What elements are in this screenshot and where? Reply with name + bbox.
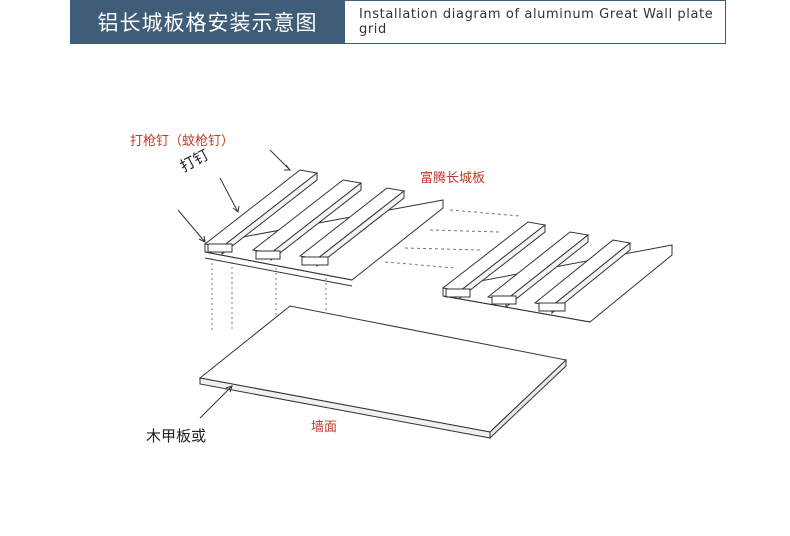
panel-guide-lines — [384, 209, 521, 269]
right-grid-panel — [441, 221, 673, 323]
drop-lines — [211, 258, 327, 335]
product-label: 富腾长城板 — [420, 171, 486, 186]
nail-gun-label: 打枪钉（蚊枪钉） — [130, 134, 235, 149]
header-bar: 铝长城板格安装示意图 Installation diagram of alumi… — [70, 0, 726, 44]
leader-lines — [177, 149, 292, 419]
wall-label: 墙面 — [311, 420, 338, 435]
left-grid-panel — [203, 169, 444, 287]
wood-board-label: 木甲板或 — [146, 427, 207, 445]
wall-board — [198, 305, 568, 440]
header-subtitle: Installation diagram of aluminum Great W… — [345, 0, 726, 44]
header-title: 铝长城板格安装示意图 — [70, 0, 345, 44]
